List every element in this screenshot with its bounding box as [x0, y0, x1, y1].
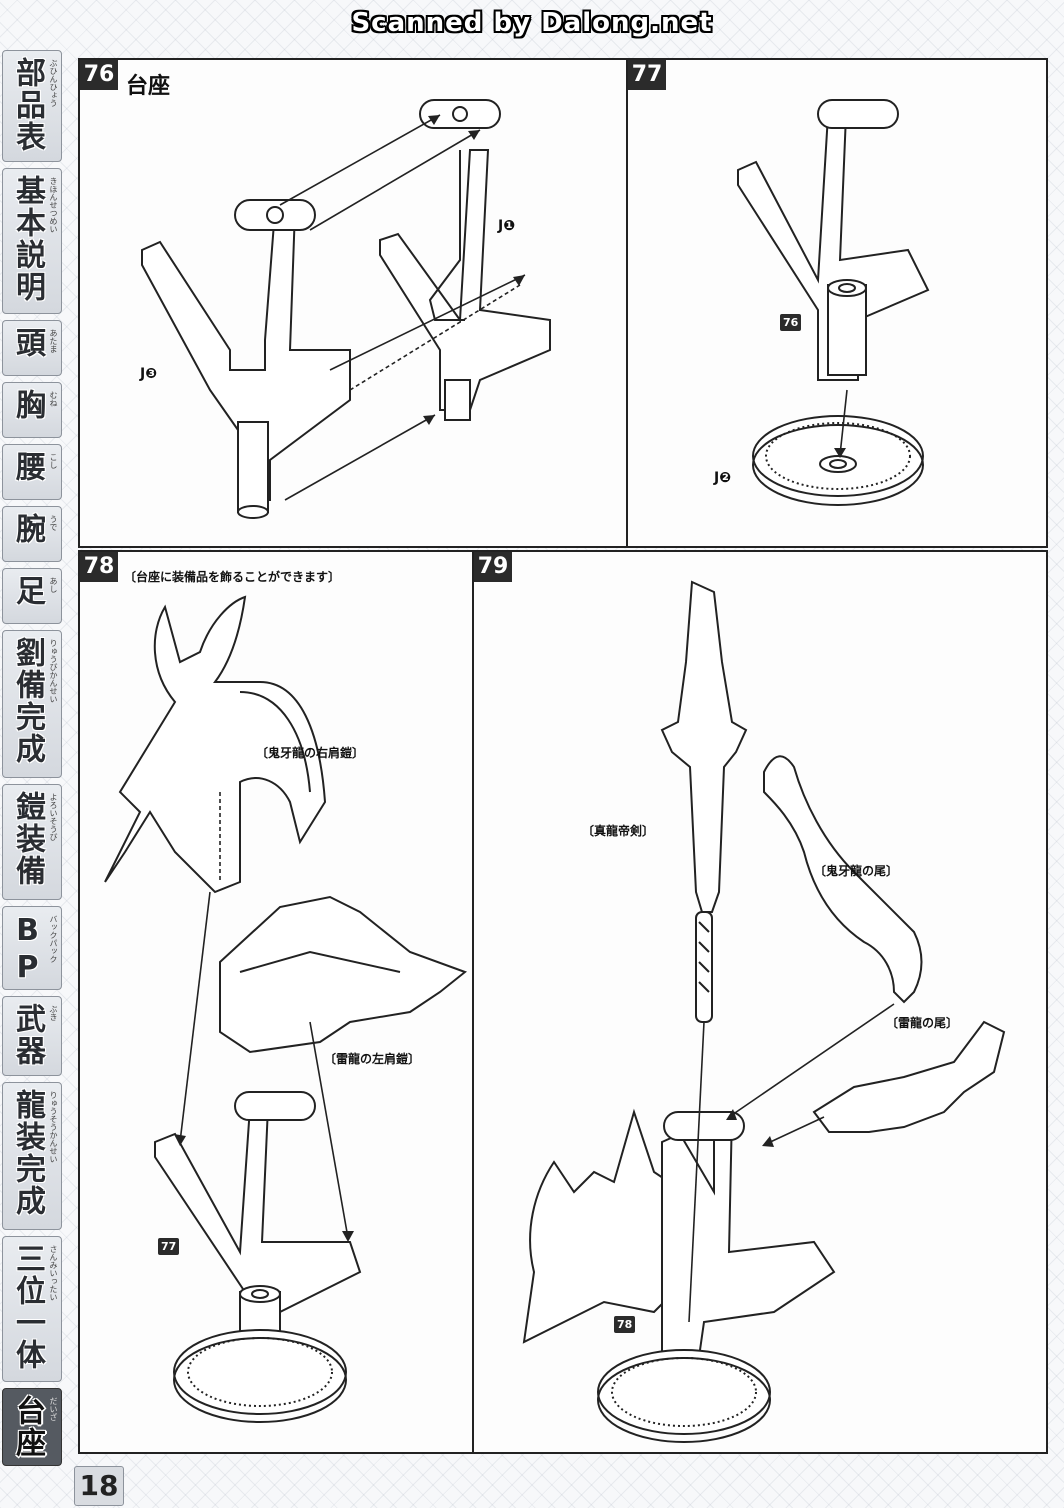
step-ref-badge: 76 [780, 314, 802, 331]
sidebar-tab-ruby: ぶひんひょう [49, 59, 58, 107]
sidebar-tab-ruby: ぶき [49, 1005, 58, 1021]
sidebar-tab-label: 基本説明 [10, 175, 45, 303]
step-76-illustration [80, 60, 628, 548]
sidebar-tab-ruby: こし [49, 453, 58, 469]
sidebar-tab-label: 頭 [10, 327, 45, 359]
sidebar-tab-waist[interactable]: 腰こし [2, 444, 62, 500]
sidebar-tab-trinity[interactable]: 三位一体さんみいったい [2, 1236, 62, 1382]
label-rai-tail: 〔雷龍の尾〕 [886, 1016, 959, 1030]
label-left-shoulder-armor: 〔雷龍の左肩鎧〕 [324, 1052, 421, 1066]
sidebar-tab-chest[interactable]: 胸むね [2, 382, 62, 438]
part-ref-j3: J❸ [140, 366, 158, 382]
sidebar-tab-label: 三位一体 [10, 1243, 45, 1371]
step-ref-badge: 78 [614, 1316, 636, 1333]
sidebar-tab-label: 腰 [10, 451, 45, 483]
step-76-panel: 76 台座 J❶ J❸ [78, 58, 628, 548]
sidebar-tab-ruby: よろいそうび [49, 793, 58, 841]
label-sword: 〔真龍帝剣〕 [582, 824, 655, 838]
sidebar-tab-liubei-complete[interactable]: 劉備完成りゅうびかんせい [2, 630, 62, 778]
step-78-illustration [80, 552, 474, 1454]
step-number: 76 [80, 60, 118, 90]
sidebar-tab-label: 部品表 [10, 57, 45, 153]
sidebar-tab-label: 鎧装備 [10, 791, 45, 887]
sidebar-tab-armor-equip[interactable]: 鎧装備よろいそうび [2, 784, 62, 900]
step-ref-badge: 77 [158, 1238, 180, 1255]
sidebar-tab-label: 腕 [10, 513, 45, 545]
step-number: 77 [628, 60, 666, 90]
sidebar-tab-backpack[interactable]: BP バックパック [2, 906, 62, 990]
step-78-panel: 78 〔台座に装備品を飾ることができます〕 〔鬼牙龍の右肩鎧〕 〔雷龍の左肩鎧〕… [78, 550, 474, 1454]
sidebar-tab-ruby: だいざ [49, 1397, 58, 1421]
step-77-panel: 77 76 J❷ [626, 58, 1048, 548]
page-number: 18 [74, 1466, 124, 1506]
sidebar-tab-ryuso-complete[interactable]: 龍装完成りゅうそうかんせい [2, 1082, 62, 1230]
sidebar-tab-ruby: バックパック [49, 915, 58, 963]
watermark: Scanned by Dalong.net [351, 8, 713, 38]
sidebar-tab-arm[interactable]: 腕うで [2, 506, 62, 562]
sidebar-tab-base[interactable]: 台座だいざ [2, 1388, 62, 1466]
sidebar-tab-ruby: あし [49, 577, 58, 593]
sidebar-tab-label: 劉備完成 [10, 637, 45, 765]
sidebar-tab-label: BP [10, 913, 45, 987]
part-ref-j1: J❶ [498, 218, 516, 234]
sidebar-tab-ruby: りゅうびかんせい [49, 639, 58, 703]
sidebar-tab-leg[interactable]: 足あし [2, 568, 62, 624]
sidebar-tab-label: 足 [10, 575, 45, 607]
step-number: 78 [80, 552, 118, 582]
step-number: 79 [474, 552, 512, 582]
sidebar-tab-ruby: さんみいったい [49, 1245, 58, 1301]
step-79-illustration [474, 552, 1048, 1454]
step-79-panel: 79 〔真龍帝剣〕 〔鬼牙龍の尾〕 〔雷龍の尾〕 78 [472, 550, 1048, 1454]
part-ref-j2: J❷ [714, 470, 732, 486]
sidebar-tab-basics[interactable]: 基本説明きほんせつめい [2, 168, 62, 314]
label-right-shoulder-armor: 〔鬼牙龍の右肩鎧〕 [256, 746, 365, 760]
sidebar-tab-label: 台座 [10, 1395, 45, 1459]
sidebar-tab-head[interactable]: 頭あたま [2, 320, 62, 376]
step-note: 〔台座に装備品を飾ることができます〕 [124, 570, 341, 584]
step-77-illustration [628, 60, 1048, 548]
sidebar-tab-ruby: あたま [49, 329, 58, 353]
sidebar-tab-label: 龍装完成 [10, 1089, 45, 1217]
sidebar-tab-weapons[interactable]: 武器ぶき [2, 996, 62, 1076]
step-title: 台座 [126, 74, 171, 99]
sidebar-tab-ruby: むね [49, 391, 58, 407]
label-oga-tail: 〔鬼牙龍の尾〕 [814, 864, 899, 878]
sidebar-tab-ruby: きほんせつめい [49, 177, 58, 233]
sidebar-tab-parts-list[interactable]: 部品表ぶひんひょう [2, 50, 62, 162]
sidebar-tab-ruby: うで [49, 515, 58, 531]
sidebar-tab-label: 武器 [10, 1003, 45, 1067]
sidebar-tab-ruby: りゅうそうかんせい [49, 1091, 58, 1163]
sidebar-tab-label: 胸 [10, 389, 45, 421]
